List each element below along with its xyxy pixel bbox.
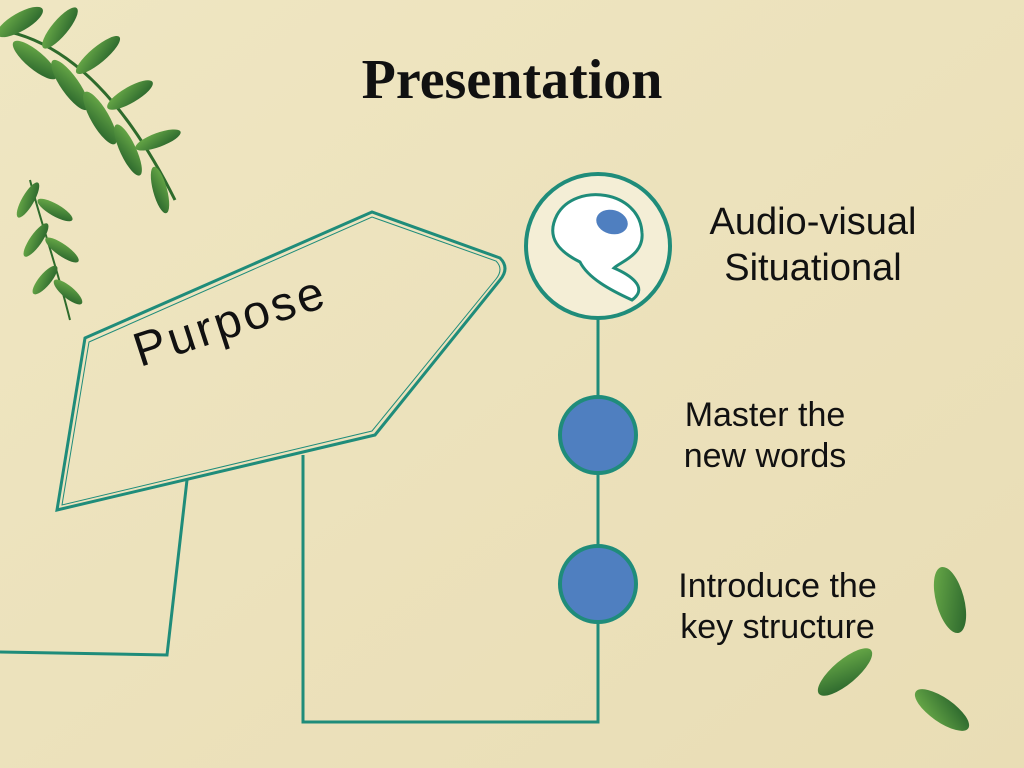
- item-3-line2: key structure: [680, 607, 875, 646]
- connector-lines: [0, 318, 600, 724]
- item-2-line2: new words: [683, 436, 847, 475]
- swirl-icon: [551, 193, 644, 302]
- fern-decoration: [0, 6, 181, 321]
- item-label-1: Audio-visual Situational: [668, 200, 958, 291]
- item-dot-3: [558, 544, 638, 624]
- spine-connector-line: [301, 318, 600, 724]
- item-1-line2: Situational: [724, 246, 902, 289]
- item-label-2: Master the new words: [640, 395, 890, 477]
- leaf-decoration: [817, 566, 970, 731]
- item-2-line1: Master the: [684, 396, 846, 434]
- left-connector-line: [0, 479, 189, 657]
- item-dot-2: [558, 395, 638, 475]
- item-1-line1: Audio-visual: [709, 201, 917, 243]
- item-3-line1: Introduce the: [678, 567, 877, 605]
- slide-title: Presentation: [361, 49, 663, 111]
- item-label-3: Introduce the key structure: [645, 566, 910, 648]
- purpose-pentagon: [55, 210, 507, 512]
